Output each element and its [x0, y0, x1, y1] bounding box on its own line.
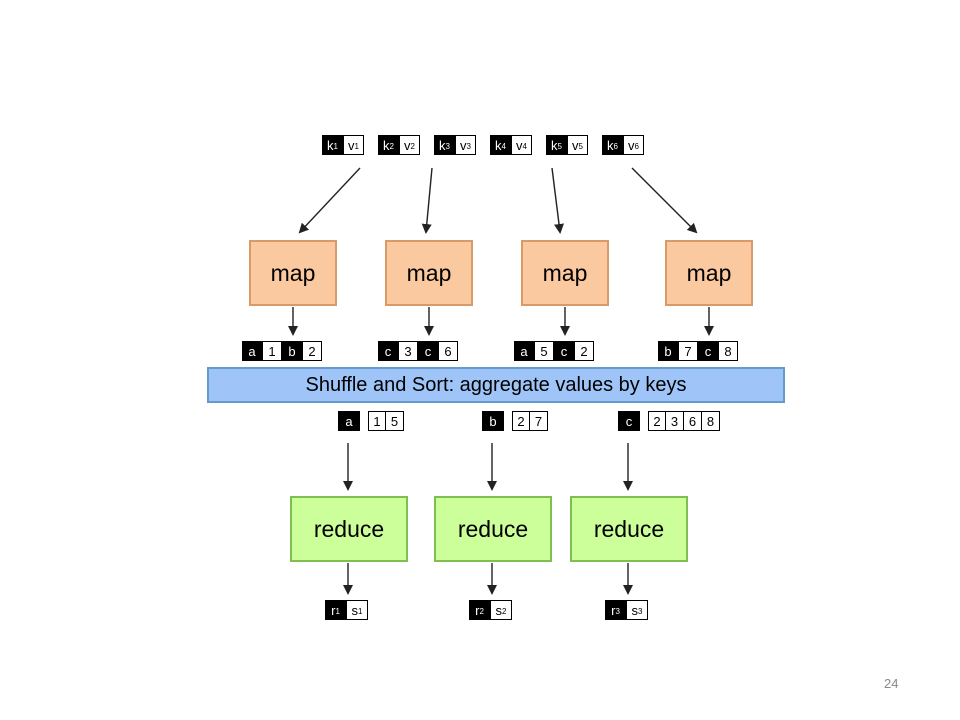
map-output-key: b	[658, 341, 678, 361]
grouped-value: 5	[386, 411, 404, 431]
map-output-value: 3	[398, 341, 418, 361]
map-output-key: b	[282, 341, 302, 361]
map-box: map	[521, 240, 609, 306]
map-output-value: 5	[534, 341, 554, 361]
grouped-value: 2	[648, 411, 666, 431]
grouped-value: 7	[530, 411, 548, 431]
map-output-value: 7	[678, 341, 698, 361]
map-output-key: c	[378, 341, 398, 361]
reduce-box: reduce	[290, 496, 408, 562]
map-output-key: a	[514, 341, 534, 361]
arrow-input-to-map-1	[298, 167, 361, 234]
map-output-key: c	[418, 341, 438, 361]
map-box: map	[249, 240, 337, 306]
grouped-value: 6	[684, 411, 702, 431]
reduce-box: reduce	[570, 496, 688, 562]
grouped-values: c 2 3 6 8	[618, 411, 720, 431]
grouped-value: 2	[512, 411, 530, 431]
grouped-key: a	[338, 411, 360, 431]
map-output-value: 1	[262, 341, 282, 361]
arrow-input-to-map-3	[551, 167, 564, 234]
map-output-value: 2	[302, 341, 322, 361]
map-output-key: c	[554, 341, 574, 361]
grouped-key: c	[618, 411, 640, 431]
grouped-value: 8	[702, 411, 720, 431]
map-output-key: c	[698, 341, 718, 361]
map-box: map	[385, 240, 473, 306]
arrow-input-to-map-4	[631, 167, 698, 234]
map-box: map	[665, 240, 753, 306]
page-number: 24	[884, 676, 899, 691]
grouped-value: 1	[368, 411, 386, 431]
map-output-value: 6	[438, 341, 458, 361]
map-output-group: b 7 c 8	[658, 341, 738, 361]
map-output-value: 2	[574, 341, 594, 361]
shuffle-sort-bar: Shuffle and Sort: aggregate values by ke…	[207, 367, 785, 403]
grouped-key: b	[482, 411, 504, 431]
reduce-box: reduce	[434, 496, 552, 562]
map-output-group: a 1 b 2	[242, 341, 322, 361]
grouped-value: 3	[666, 411, 684, 431]
map-output-group: c 3 c 6	[378, 341, 458, 361]
map-output-key: a	[242, 341, 262, 361]
map-output-value: 8	[718, 341, 738, 361]
grouped-values: b 2 7	[482, 411, 548, 431]
grouped-values: a 1 5	[338, 411, 404, 431]
arrow-input-to-map-2	[421, 167, 433, 234]
map-output-group: a 5 c 2	[514, 341, 594, 361]
